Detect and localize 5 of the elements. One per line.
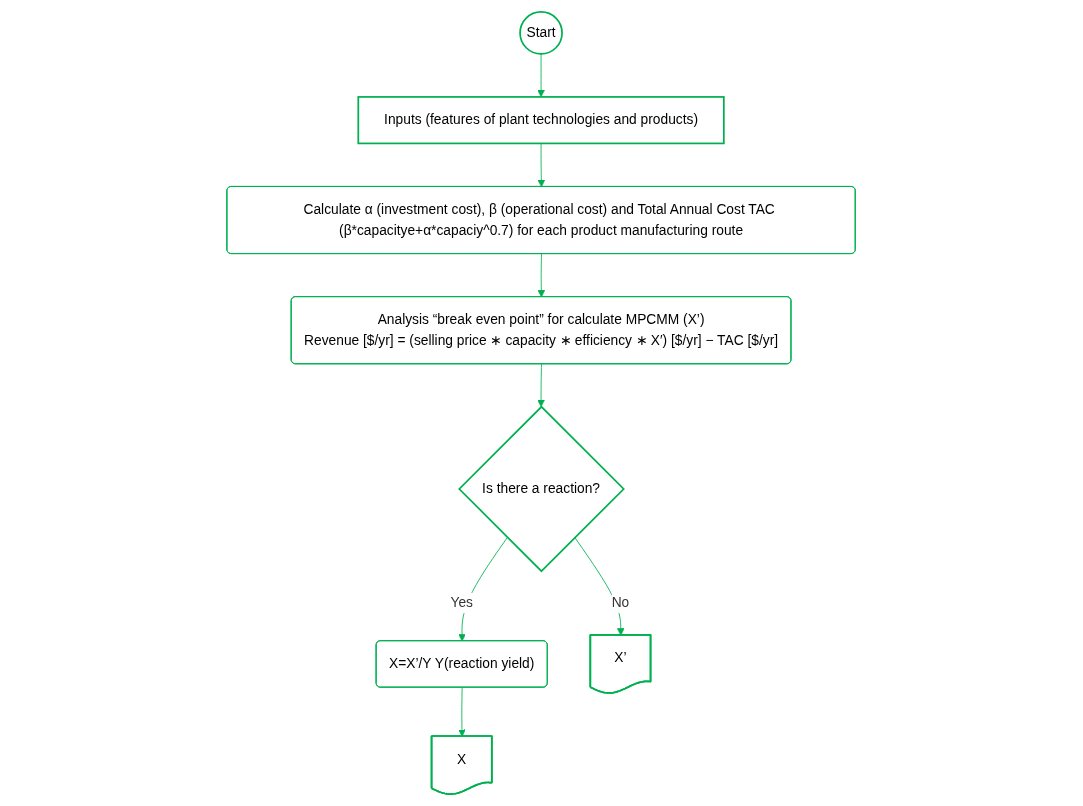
node-box: Inputs (features of plant technologies and products)	[357, 96, 726, 145]
edge-label: Yes	[450, 595, 474, 610]
node-circle: Start	[519, 11, 564, 55]
edge-label: No	[612, 595, 630, 610]
node-diamond: Is there a reaction?	[458, 405, 626, 573]
